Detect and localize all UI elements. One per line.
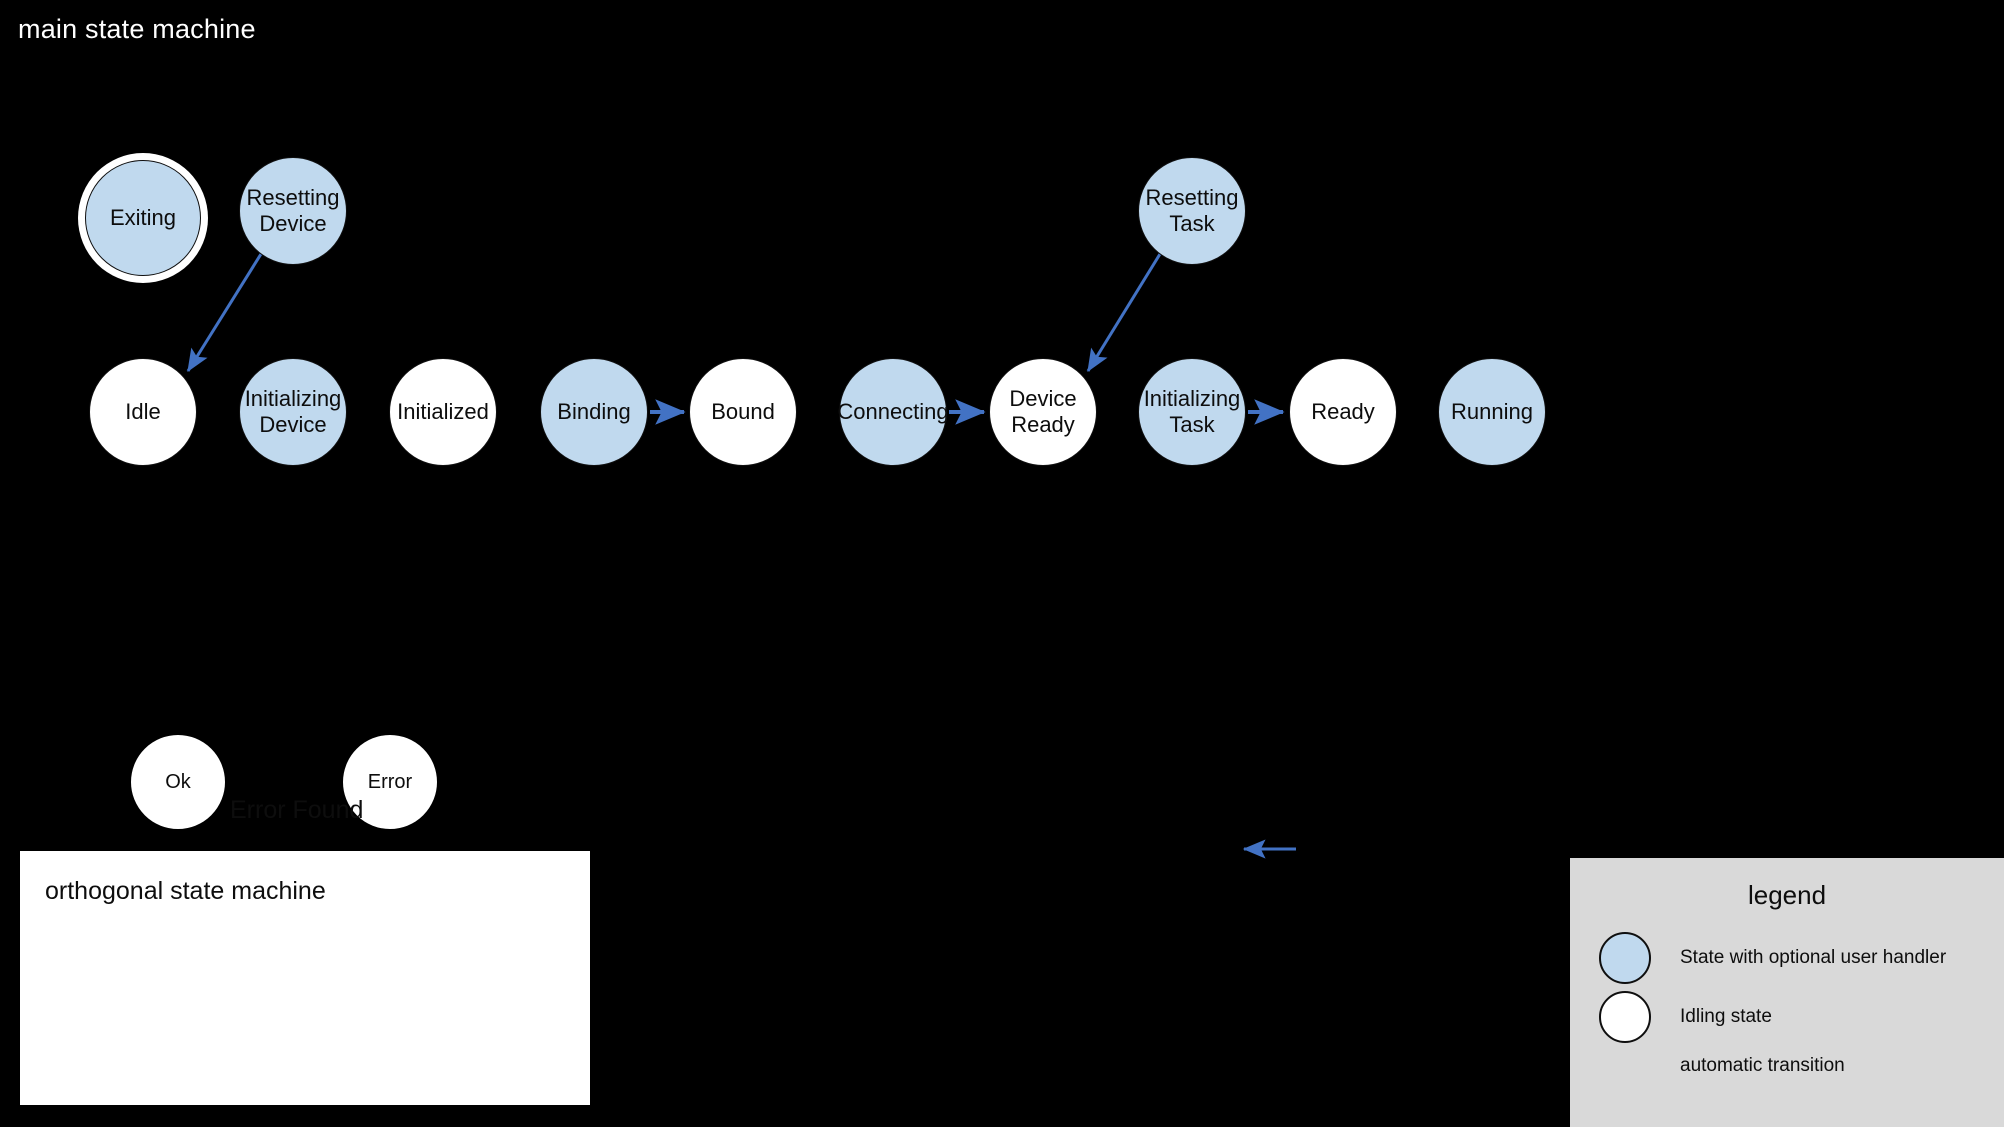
state-node-exiting[interactable]: Exiting <box>85 160 201 276</box>
state-node-initializing-device[interactable]: Initializing Device <box>239 358 347 466</box>
transition-layer <box>186 253 1285 425</box>
ortho-edge-label-error-found: Error Found <box>230 796 364 824</box>
state-label-device-ready: Device Ready <box>1009 386 1077 437</box>
white-circle-icon <box>1599 991 1651 1043</box>
legend-swatch-wrap <box>1570 932 1680 984</box>
page-title: main state machine <box>18 14 256 44</box>
legend-item-automatic-transition: automatic transition <box>1570 1038 2004 1094</box>
legend-label-idling-state: Idling state <box>1680 1006 1772 1027</box>
state-label-resetting-device: Resetting Device <box>246 185 340 236</box>
state-node-bound[interactable]: Bound <box>689 358 797 466</box>
legend-label-automatic-transition: automatic transition <box>1680 1055 1845 1076</box>
state-node-device-ready[interactable]: Device Ready <box>989 358 1097 466</box>
state-label-initializing-task: Initializing Task <box>1143 386 1241 437</box>
state-label-bound: Bound <box>711 399 775 425</box>
state-node-running[interactable]: Running <box>1438 358 1546 466</box>
orthogonal-state-machine-panel: orthogonal state machine Ok Error Error … <box>20 733 590 1105</box>
legend-title: legend <box>1747 880 1827 910</box>
state-node-initialized[interactable]: Initialized <box>389 358 497 466</box>
ortho-state-node-error[interactable]: Error <box>341 733 439 831</box>
state-label-initialized: Initialized <box>397 399 489 425</box>
ortho-state-label-ok: Ok <box>165 770 191 793</box>
state-label-resetting-task: Resetting Task <box>1145 185 1239 236</box>
transition-resetting-task-to-device-ready[interactable] <box>1086 253 1162 373</box>
legend-panel: legend State with optional user handler … <box>1570 858 2004 1127</box>
legend-swatch-wrap <box>1570 991 1680 1043</box>
state-node-resetting-device[interactable]: Resetting Device <box>239 157 347 265</box>
transition-resetting-device-to-idle[interactable] <box>186 253 263 373</box>
state-label-connecting: Connecting <box>837 399 949 425</box>
ortho-state-label-error: Error <box>367 770 413 793</box>
legend-item-idling-state: Idling state <box>1570 989 2004 1045</box>
ortho-state-node-ok[interactable]: Ok <box>129 733 227 831</box>
state-label-running: Running <box>1451 399 1533 425</box>
state-node-binding[interactable]: Binding <box>540 358 648 466</box>
state-label-idle: Idle <box>125 399 161 425</box>
legend-item-state-handler: State with optional user handler <box>1570 930 2004 986</box>
state-label-ready: Ready <box>1311 399 1375 425</box>
state-label-exiting: Exiting <box>109 205 177 231</box>
state-node-connecting[interactable]: Connecting <box>837 358 949 466</box>
initial-state-dot-icon <box>34 767 68 801</box>
state-label-binding: Binding <box>557 399 631 425</box>
blue-circle-icon <box>1599 932 1651 984</box>
orthogonal-panel-title: orthogonal state machine <box>45 877 326 905</box>
state-node-ready[interactable]: Ready <box>1289 358 1397 466</box>
state-node-idle[interactable]: Idle <box>89 358 197 466</box>
state-node-initializing-task[interactable]: Initializing Task <box>1138 358 1246 466</box>
state-node-resetting-task[interactable]: Resetting Task <box>1138 157 1246 265</box>
state-label-initializing-device: Initializing Device <box>244 386 342 437</box>
legend-label-state-handler: State with optional user handler <box>1680 947 1947 968</box>
